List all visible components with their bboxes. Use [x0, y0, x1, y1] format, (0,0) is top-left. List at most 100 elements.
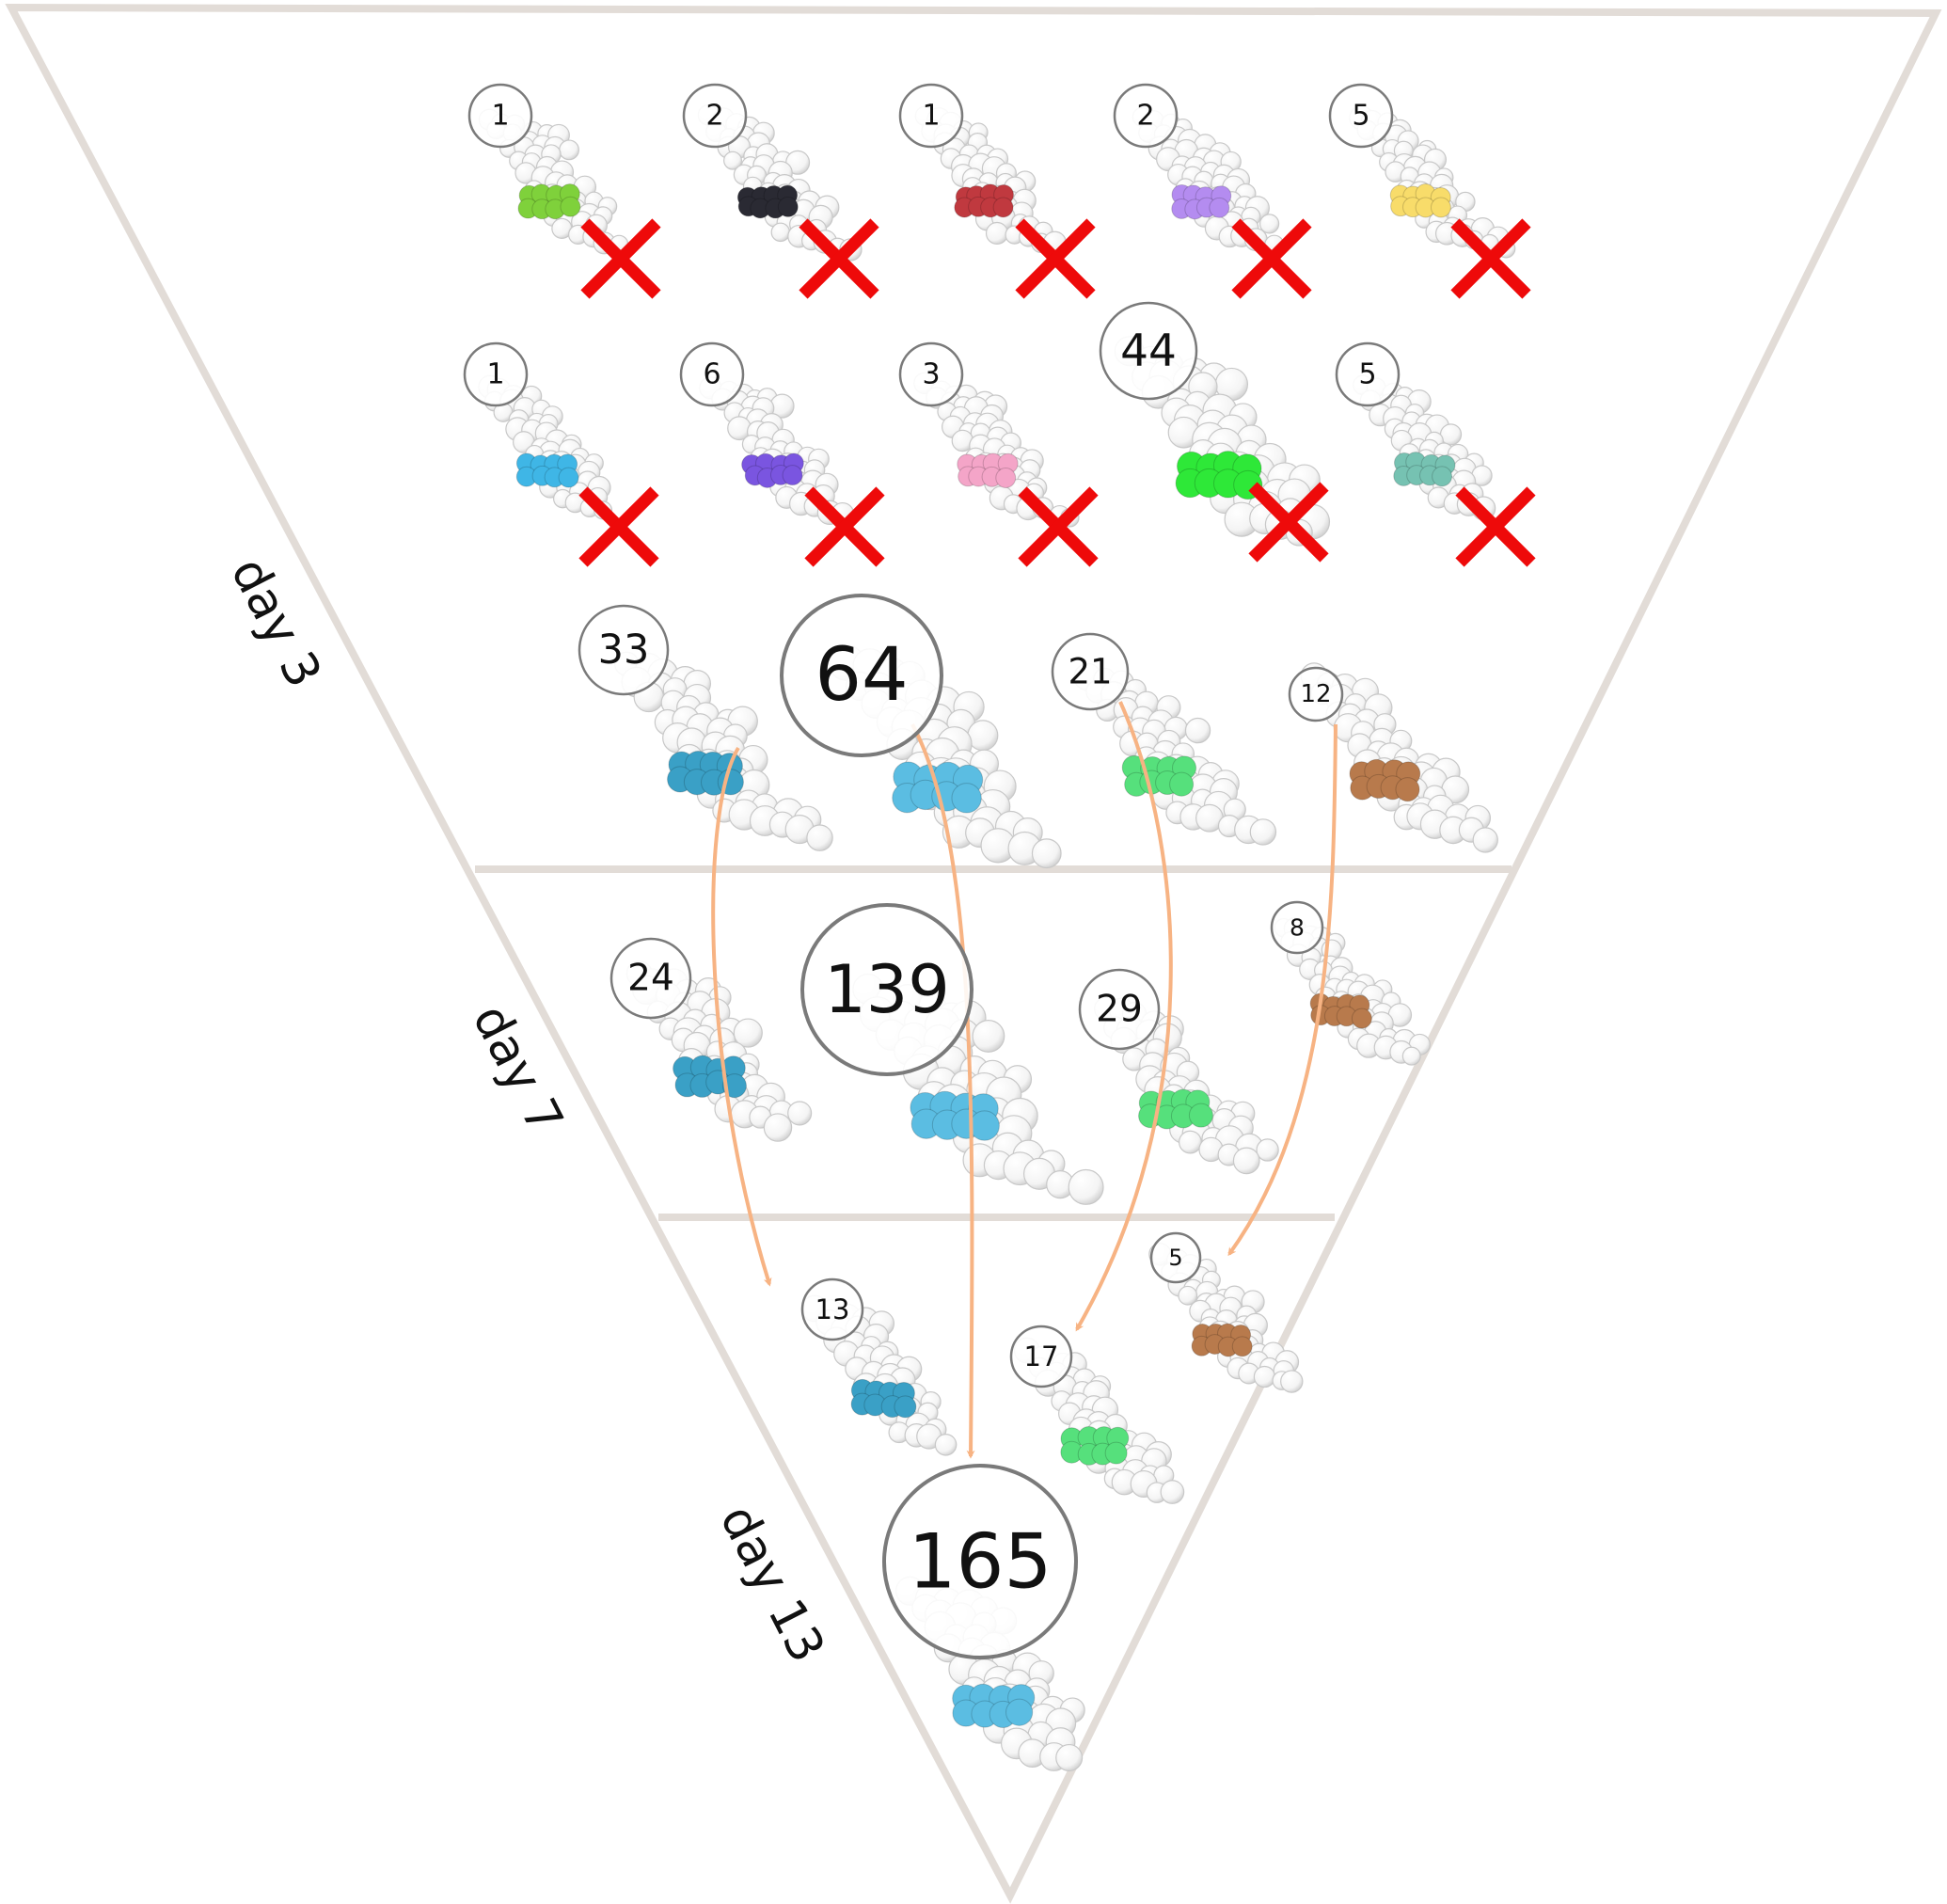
count-badge-d3-r1-4: 2: [1113, 83, 1179, 149]
sphere: [1160, 1480, 1185, 1504]
funnel-outline: [5, 3, 1942, 1904]
count-badge-d13-1: 13: [800, 1277, 864, 1341]
sphere: [1280, 1370, 1304, 1393]
colored-sphere: [1395, 777, 1420, 802]
badge-circle: [1051, 632, 1130, 711]
badge-circle: [1149, 1231, 1202, 1284]
sphere: [1178, 1285, 1198, 1306]
badge-circle: [780, 594, 943, 757]
colored-sphere: [992, 197, 1014, 218]
clone-count: 33: [598, 627, 650, 674]
clone-count: 44: [1120, 325, 1177, 377]
colored-sphere: [1104, 1441, 1128, 1465]
eliminated-cross-icon: [799, 218, 879, 299]
sphere: [1068, 1168, 1104, 1205]
colored-sphere: [894, 1395, 917, 1419]
colored-sphere: [777, 196, 799, 217]
count-badge-d7-4: 8: [1270, 900, 1324, 955]
count-badge-d3-r3-4: 12: [1288, 666, 1344, 722]
eliminated-cross-icon: [1455, 486, 1536, 567]
badge-circle: [1328, 83, 1394, 149]
badge-circle: [1009, 1325, 1073, 1388]
badge-circle: [1288, 666, 1344, 722]
eliminated-cross-icon: [1015, 218, 1096, 299]
colored-sphere: [1209, 197, 1230, 218]
colored-sphere: [1351, 1008, 1372, 1029]
sphere: [1179, 1130, 1202, 1154]
stage-label-day-7: day 7: [461, 996, 573, 1144]
colored-sphere: [560, 196, 581, 217]
cluster-d3-r2-2: [699, 376, 885, 567]
count-badge-d3-r1-2: 2: [682, 83, 748, 149]
funnel-triangle: [5, 3, 1942, 1904]
clone-count: 3: [922, 358, 940, 391]
colored-sphere: [969, 1110, 1000, 1141]
badge-circle: [1099, 301, 1198, 401]
colored-sphere: [1005, 1698, 1034, 1726]
count-badge-d13-4: 165: [882, 1464, 1078, 1659]
clone-count: 24: [627, 958, 674, 1000]
colored-sphere: [1169, 771, 1195, 797]
colored-sphere: [1430, 197, 1451, 218]
eliminated-cross-icon: [580, 218, 661, 299]
eliminated-cross-icon: [578, 486, 659, 567]
clone-count: 6: [703, 358, 720, 391]
badge-circle: [1335, 341, 1401, 407]
badge-circle: [679, 341, 745, 407]
sphere: [972, 1020, 1005, 1053]
sphere: [763, 1113, 793, 1142]
sphere: [559, 139, 579, 161]
badge-circle: [682, 83, 748, 149]
eliminated-cross-icon: [804, 486, 885, 567]
badge-circle: [1270, 900, 1324, 955]
colored-sphere: [951, 783, 982, 814]
clone-count: 5: [1358, 358, 1376, 391]
badge-circle: [898, 83, 964, 149]
clone-count: 29: [1096, 989, 1143, 1031]
sphere: [787, 1101, 813, 1126]
lineage-arrow-d3-r3-4-to-d13-3: [1227, 723, 1338, 1257]
sphere: [1472, 827, 1498, 853]
lineage-arrow-d3-r3-1-to-d13-1: [711, 746, 772, 1287]
colored-sphere: [995, 468, 1017, 488]
clone-count: 2: [1136, 100, 1154, 133]
count-badge-d3-r3-1: 33: [578, 604, 670, 696]
colored-sphere: [1432, 466, 1453, 487]
badge-circle: [1078, 968, 1161, 1051]
cluster-d3-r2-5: [1353, 374, 1536, 567]
count-badge-d3-r2-2: 6: [679, 341, 745, 407]
clone-count: 5: [1168, 1245, 1182, 1271]
sphere: [1055, 1743, 1084, 1771]
badge-circle: [882, 1464, 1078, 1659]
count-badge-d3-r1-3: 1: [898, 83, 964, 149]
badge-circle: [800, 1277, 864, 1341]
clone-count: 1: [486, 358, 504, 391]
badge-circle: [578, 604, 670, 696]
sphere: [1184, 717, 1211, 744]
colored-sphere: [1231, 1336, 1253, 1357]
clone-count: 1: [491, 100, 509, 133]
count-badge-d3-r2-4: 44: [1099, 301, 1198, 401]
stage-label-day-3: day 3: [219, 549, 331, 697]
count-badge-d7-2: 139: [800, 903, 974, 1076]
sphere: [1232, 1147, 1260, 1175]
cluster-d3-r1-4: [1132, 107, 1312, 299]
badge-circle: [463, 341, 529, 407]
clone-count: 5: [1352, 100, 1369, 133]
badge-circle: [800, 903, 974, 1076]
sphere: [770, 222, 791, 243]
badge-circle: [1113, 83, 1179, 149]
clone-count: 21: [1068, 652, 1112, 692]
colored-sphere: [1188, 1103, 1213, 1128]
clone-count: 13: [815, 1293, 850, 1325]
sphere: [934, 1434, 958, 1456]
clone-count: 8: [1290, 914, 1305, 942]
badge-circle: [898, 341, 964, 407]
clone-count: 1: [922, 100, 940, 133]
clone-count: 139: [824, 951, 950, 1028]
clone-count: 17: [1024, 1341, 1059, 1372]
sphere: [1253, 1365, 1276, 1388]
